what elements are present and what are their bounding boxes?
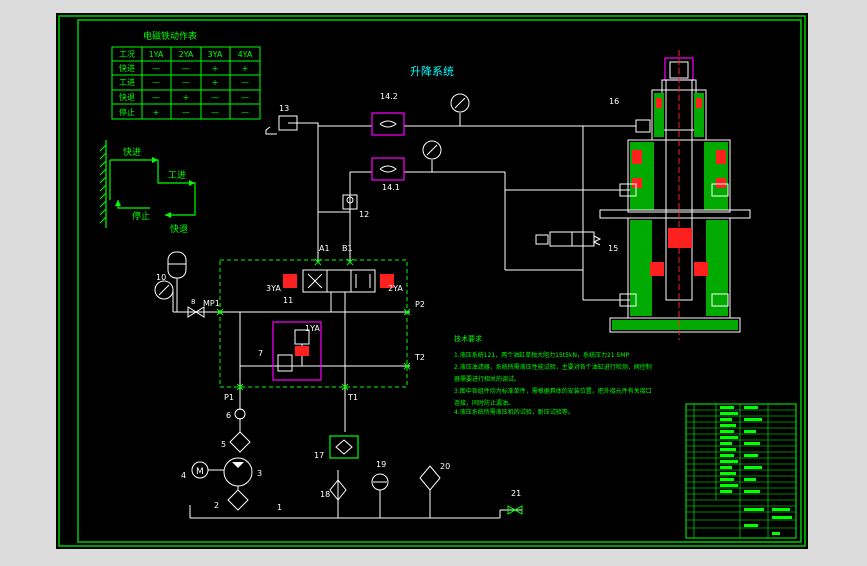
inner-border [77, 19, 802, 543]
ball-valve-8: 8 [187, 298, 205, 318]
directional-valve-11: 3YA 2YA 11 [266, 269, 403, 305]
solenoid-valve-15: 15 [535, 231, 618, 253]
cycle-fast-forward-label: 快进 [123, 146, 141, 158]
table-cell: — [182, 64, 190, 73]
component-19-label: 19 [376, 460, 386, 469]
component-3-label: 3 [257, 469, 262, 478]
component-20-label: 20 [440, 462, 450, 471]
component-2-label: 2 [214, 501, 219, 510]
component-10-label: 10 [156, 273, 166, 282]
valve-14-2-label: 14.2 [380, 92, 398, 101]
outer-border [58, 15, 806, 547]
notes-heading: 技术要求 [454, 334, 482, 343]
drawing-sheet [56, 13, 808, 549]
component-6-label: 6 [226, 411, 231, 420]
table-header: 4YA [238, 50, 253, 59]
port-b1-label: B1 [342, 244, 353, 253]
system-title: 升降系统 [410, 64, 454, 78]
work-cycle-diagram: 快进 工进 停止 快退 [99, 140, 196, 235]
table-cell: — [211, 93, 219, 102]
valve-11-label: 11 [283, 296, 293, 305]
cylinder-16-label: 16 [609, 97, 619, 106]
pressure-gauge-icon [422, 140, 442, 160]
table-cell: — [241, 93, 249, 102]
notes-line: 连接，同时防止漏油。 [454, 399, 514, 407]
table-cell: — [152, 78, 160, 87]
technical-notes: 技术要求 1.液压系统121，两个油缸单独大阻力15t5kN，系统压力21 5M… [454, 334, 652, 416]
table-cell: — [241, 78, 249, 87]
pressure-gauges [154, 93, 470, 300]
motor-icon: M [196, 467, 204, 477]
table-cell: 快进 [119, 63, 135, 73]
table-header: 工况 [119, 50, 135, 59]
table-cell: + [212, 64, 219, 73]
port-t2-label: T2 [414, 353, 425, 362]
title-block [685, 403, 797, 539]
table-cell: — [152, 64, 160, 73]
solenoid-3ya-label: 3YA [266, 284, 281, 293]
valve-12-label: 12 [359, 210, 369, 219]
cycle-fast-return-label: 快退 [170, 223, 188, 235]
cycle-stop-label: 停止 [132, 210, 150, 222]
pressure-gauge-icon [154, 280, 174, 300]
port-p1-label: P1 [224, 393, 234, 402]
table-cell: + [183, 93, 190, 102]
component-1-label: 1 [277, 503, 282, 512]
port-a1-label: A1 [319, 244, 330, 253]
table-cell: — [182, 108, 190, 117]
pressure-gauge-icon [450, 93, 470, 113]
table-cell: 工进 [119, 78, 135, 87]
component-17-label: 17 [314, 451, 324, 460]
notes-line: 器需要进行相关的调试。 [454, 375, 520, 383]
component-21-label: 21 [511, 489, 521, 498]
table-title: 电磁铁动作表 [143, 30, 197, 42]
notes-line: 2.液压油滤器，系统所需液压性能试验，主要对各个油缸进行检测，阀控制 [454, 363, 652, 371]
valve-15-label: 15 [608, 244, 618, 253]
component-5-label: 5 [221, 440, 226, 449]
valve-8-label: 8 [191, 298, 195, 306]
valve-13-label: 13 [279, 104, 289, 113]
relief-valve-13: 13 [265, 104, 298, 135]
pump-motor-group: M [191, 408, 253, 511]
junction-marks [216, 258, 411, 391]
table-cell: — [241, 108, 249, 117]
cycle-work-feed-label: 工进 [168, 170, 186, 181]
table-cell: + [242, 64, 249, 73]
table-cell: + [212, 78, 219, 87]
port-p2-label: P2 [415, 300, 425, 309]
table-cell: + [153, 108, 160, 117]
accumulator-10 [167, 251, 187, 312]
table-header: 1YA [149, 50, 164, 59]
throttle-valve-14-2: 14.2 [371, 92, 405, 136]
table-header: 2YA [179, 50, 194, 59]
table-cell: — [152, 93, 160, 102]
lifting-cylinder-16: 16 [599, 50, 751, 340]
solenoid-action-table: 电磁铁动作表 工况 1YA 2YA 3YA 4YA 快进 — — + + 工进 … [111, 30, 261, 120]
valve-manifold-boundary [219, 259, 408, 388]
table-cell: 停止 [119, 107, 135, 117]
tank-accessories [329, 435, 523, 515]
valve-14-1-label: 14.1 [382, 183, 400, 192]
throttle-valve-14-1: 14.1 [371, 157, 405, 192]
solenoid-2ya-label: 2YA [388, 284, 403, 293]
hydraulic-lines [172, 113, 636, 519]
table-cell: — [182, 78, 190, 87]
port-t1-label: T1 [347, 393, 358, 402]
port-mp1-label: MP1 [203, 299, 220, 308]
table-cell: 快退 [119, 92, 135, 102]
port-labels: A1 B1 P2 T2 P1 T1 MP1 6 5 4 3 2 1 10 17 … [156, 244, 521, 512]
component-18-label: 18 [320, 490, 330, 499]
component-4-label: 4 [181, 471, 186, 480]
notes-line: 4.液压系统所需液压机的试验，耐压试验等。 [454, 408, 574, 416]
valve-7-label: 7 [258, 349, 263, 358]
relief-valve-7: 1YA 7 [258, 321, 322, 381]
notes-line: 1.液压系统121，两个油缸单独大阻力15t5kN，系统压力21 5MP [454, 351, 629, 359]
solenoid-1ya-label: 1YA [305, 324, 320, 333]
table-header: 3YA [208, 50, 223, 59]
table-cell: — [211, 108, 219, 117]
check-valve-12: 12 [342, 194, 369, 219]
notes-line: 3.图中各组件均为标准单件，需根据具体的安装位置，把外接元件有关接口 [454, 387, 652, 395]
